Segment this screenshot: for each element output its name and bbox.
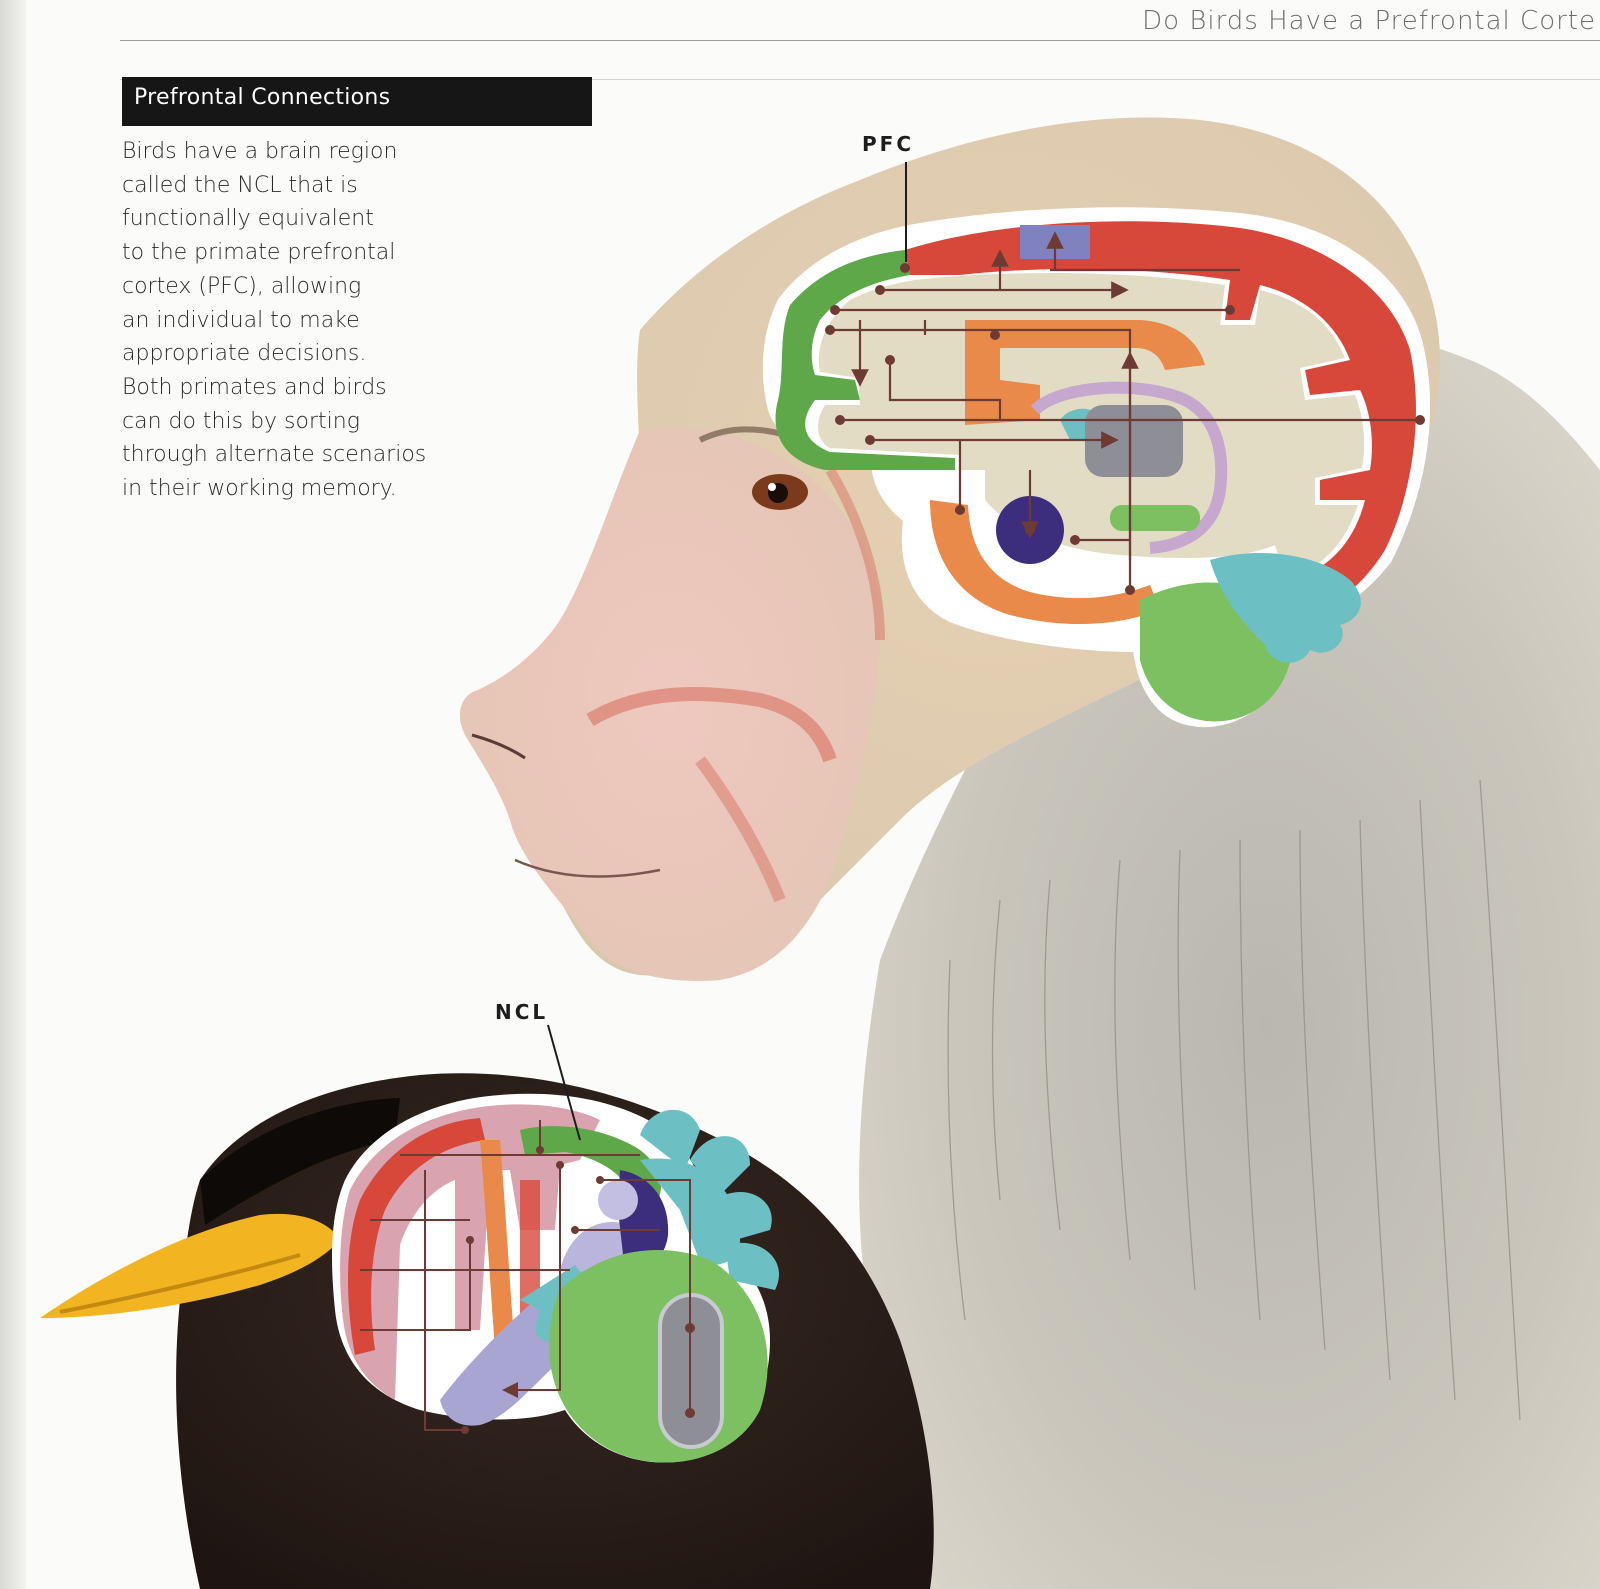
body-line: called the NCL that is <box>122 172 358 198</box>
sidebar-title-bar: Prefrontal Connections <box>122 77 592 126</box>
primate-face-marking <box>586 687 837 763</box>
body-line: appropriate decisions. <box>122 341 367 367</box>
bird-brain-connector-nodes <box>461 1146 695 1434</box>
bird-brain-orange-band <box>480 1140 515 1350</box>
pfc-label: PFC <box>862 132 914 156</box>
brain-cortex-red <box>905 221 1416 615</box>
brain-orange-lower <box>930 500 1160 625</box>
header-rule-secondary <box>120 79 1600 80</box>
bird-brain-connectors <box>360 1120 691 1431</box>
body-line: can do this by sorting <box>122 408 360 434</box>
primate-nostril <box>471 733 526 760</box>
primate-face <box>459 427 880 981</box>
header-rule <box>120 40 1600 41</box>
bird-brain <box>332 1093 779 1463</box>
body-line: to the primate prefrontal <box>122 240 396 266</box>
body-line: cortex (PFC), allowing <box>122 273 362 299</box>
body-line: through alternate scenarios <box>122 442 427 468</box>
sidebar-body: Birds have a brain region called the NCL… <box>122 135 452 506</box>
primate-mouth <box>514 858 661 878</box>
primate-eye-highlight <box>768 483 776 491</box>
body-line: an individual to make <box>122 307 360 333</box>
brain-pfc-green <box>775 250 955 470</box>
brain-teal-cerebellum <box>1210 552 1361 663</box>
brain-connectors <box>830 231 1420 590</box>
brain-green-small <box>1110 505 1200 531</box>
primate-face-marking <box>825 467 885 641</box>
bird-cap <box>200 1098 400 1225</box>
page-gutter-shadow <box>0 0 26 1589</box>
brain-orange-band <box>965 320 1205 425</box>
primate-face-marking <box>695 756 786 903</box>
bird-brain-red-band <box>348 1118 485 1355</box>
bird-beak <box>40 1213 340 1318</box>
sidebar-title: Prefrontal Connections <box>134 85 391 110</box>
body-line: functionally equivalent <box>122 206 374 232</box>
body-line: Birds have a brain region <box>122 139 398 164</box>
running-head: Do Birds Have a Prefrontal Corte <box>1142 6 1596 36</box>
brain-lavender-loop <box>1030 381 1228 554</box>
body-line: in their working memory. <box>122 476 397 502</box>
ncl-label: NCL <box>495 1000 549 1024</box>
bird-beak-shade <box>59 1253 301 1314</box>
bird-brain-lavender-dot <box>598 1180 638 1220</box>
ncl-leader-line <box>547 1024 581 1141</box>
fur-strokes <box>947 779 1521 1421</box>
brain-thalamus-gray <box>1085 405 1183 477</box>
primate-brain <box>762 207 1430 728</box>
brain-connector-nodes <box>825 263 1425 595</box>
body-line: Both primates and birds <box>122 374 387 400</box>
